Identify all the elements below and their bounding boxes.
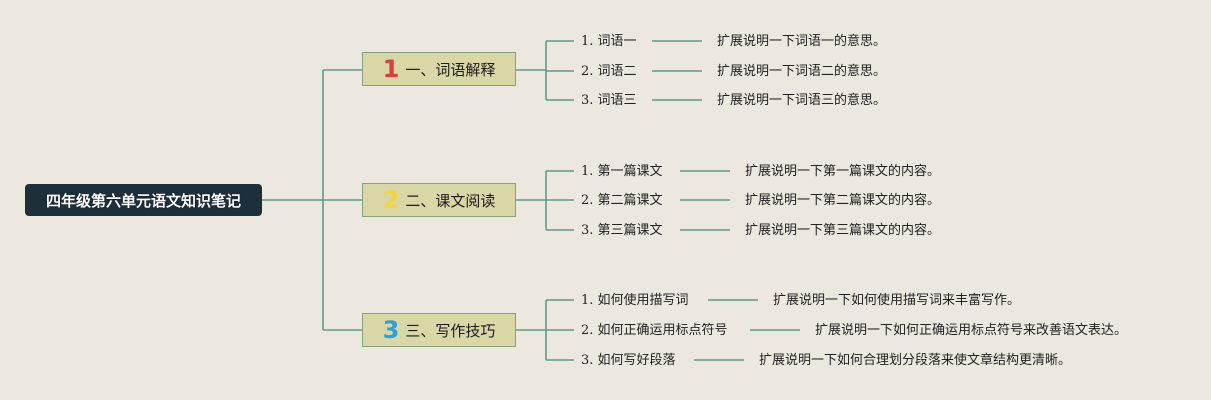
subtopic-text: 第二篇课文 — [597, 193, 663, 208]
subtopic-item[interactable]: 2. 如何正确运用标点符号 — [581, 323, 728, 338]
subtopic-item[interactable]: 1. 词语一 — [581, 34, 637, 49]
description-item[interactable]: 扩展说明一下第二篇课文的内容。 — [745, 193, 941, 208]
branch-2[interactable]: 2 二、课文阅读 — [362, 183, 516, 217]
subtopic-text: 词语二 — [597, 64, 637, 79]
subtopic-text: 如何写好段落 — [597, 353, 676, 368]
description-item[interactable]: 扩展说明一下词语三的意思。 — [717, 93, 887, 108]
subtopic-item[interactable]: 1. 如何使用描写词 — [581, 293, 689, 308]
subtopic-item[interactable]: 3. 词语三 — [581, 93, 637, 108]
subtopic-text: 第一篇课文 — [597, 164, 663, 179]
subtopic-item[interactable]: 1. 第一篇课文 — [581, 164, 663, 179]
branch-label: 二、课文阅读 — [405, 191, 496, 210]
description-item[interactable]: 扩展说明一下如何使用描写词来丰富写作。 — [773, 293, 1021, 308]
subtopic-item[interactable]: 3. 如何写好段落 — [581, 353, 676, 368]
description-item[interactable]: 扩展说明一下词语一的意思。 — [717, 34, 887, 49]
description-item[interactable]: 扩展说明一下第三篇课文的内容。 — [745, 223, 941, 238]
subtopic-text: 如何正确运用标点符号 — [597, 323, 728, 338]
branch-1[interactable]: 1 一、词语解释 — [362, 52, 516, 86]
subtopic-item[interactable]: 3. 第三篇课文 — [581, 223, 663, 238]
description-item[interactable]: 扩展说明一下如何合理划分段落来使文章结构更清晰。 — [759, 353, 1072, 368]
branch-label: 三、写作技巧 — [405, 321, 496, 340]
root-topic[interactable]: 四年级第六单元语文知识笔记 — [25, 184, 262, 216]
subtopic-text: 词语一 — [597, 34, 637, 49]
description-item[interactable]: 扩展说明一下第一篇课文的内容。 — [745, 164, 941, 179]
branch-label: 一、词语解释 — [405, 60, 496, 79]
branch-3[interactable]: 3 三、写作技巧 — [362, 313, 516, 347]
subtopic-text: 如何使用描写词 — [597, 293, 689, 308]
root-title: 四年级第六单元语文知识笔记 — [45, 191, 241, 210]
number-two-icon: 2 — [382, 186, 400, 214]
description-item[interactable]: 扩展说明一下词语二的意思。 — [717, 64, 887, 79]
number-three-icon: 3 — [382, 316, 400, 344]
subtopic-text: 词语三 — [597, 93, 637, 108]
number-one-icon: 1 — [382, 55, 400, 83]
subtopic-text: 第三篇课文 — [597, 223, 663, 238]
description-item[interactable]: 扩展说明一下如何正确运用标点符号来改善语文表达。 — [815, 323, 1128, 338]
subtopic-item[interactable]: 2. 词语二 — [581, 64, 637, 79]
subtopic-item[interactable]: 2. 第二篇课文 — [581, 193, 663, 208]
